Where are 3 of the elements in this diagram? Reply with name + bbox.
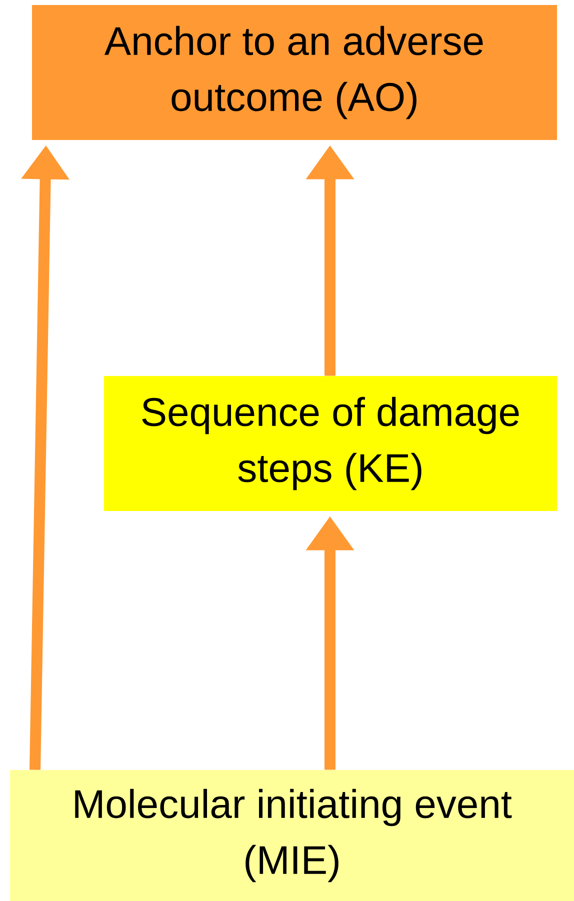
- event-box: Molecular initiating event (MIE): [10, 770, 574, 901]
- process-box: Sequence of damage steps (KE): [104, 376, 557, 511]
- outcome-box: Anchor to an adverse outcome (AO): [32, 5, 557, 140]
